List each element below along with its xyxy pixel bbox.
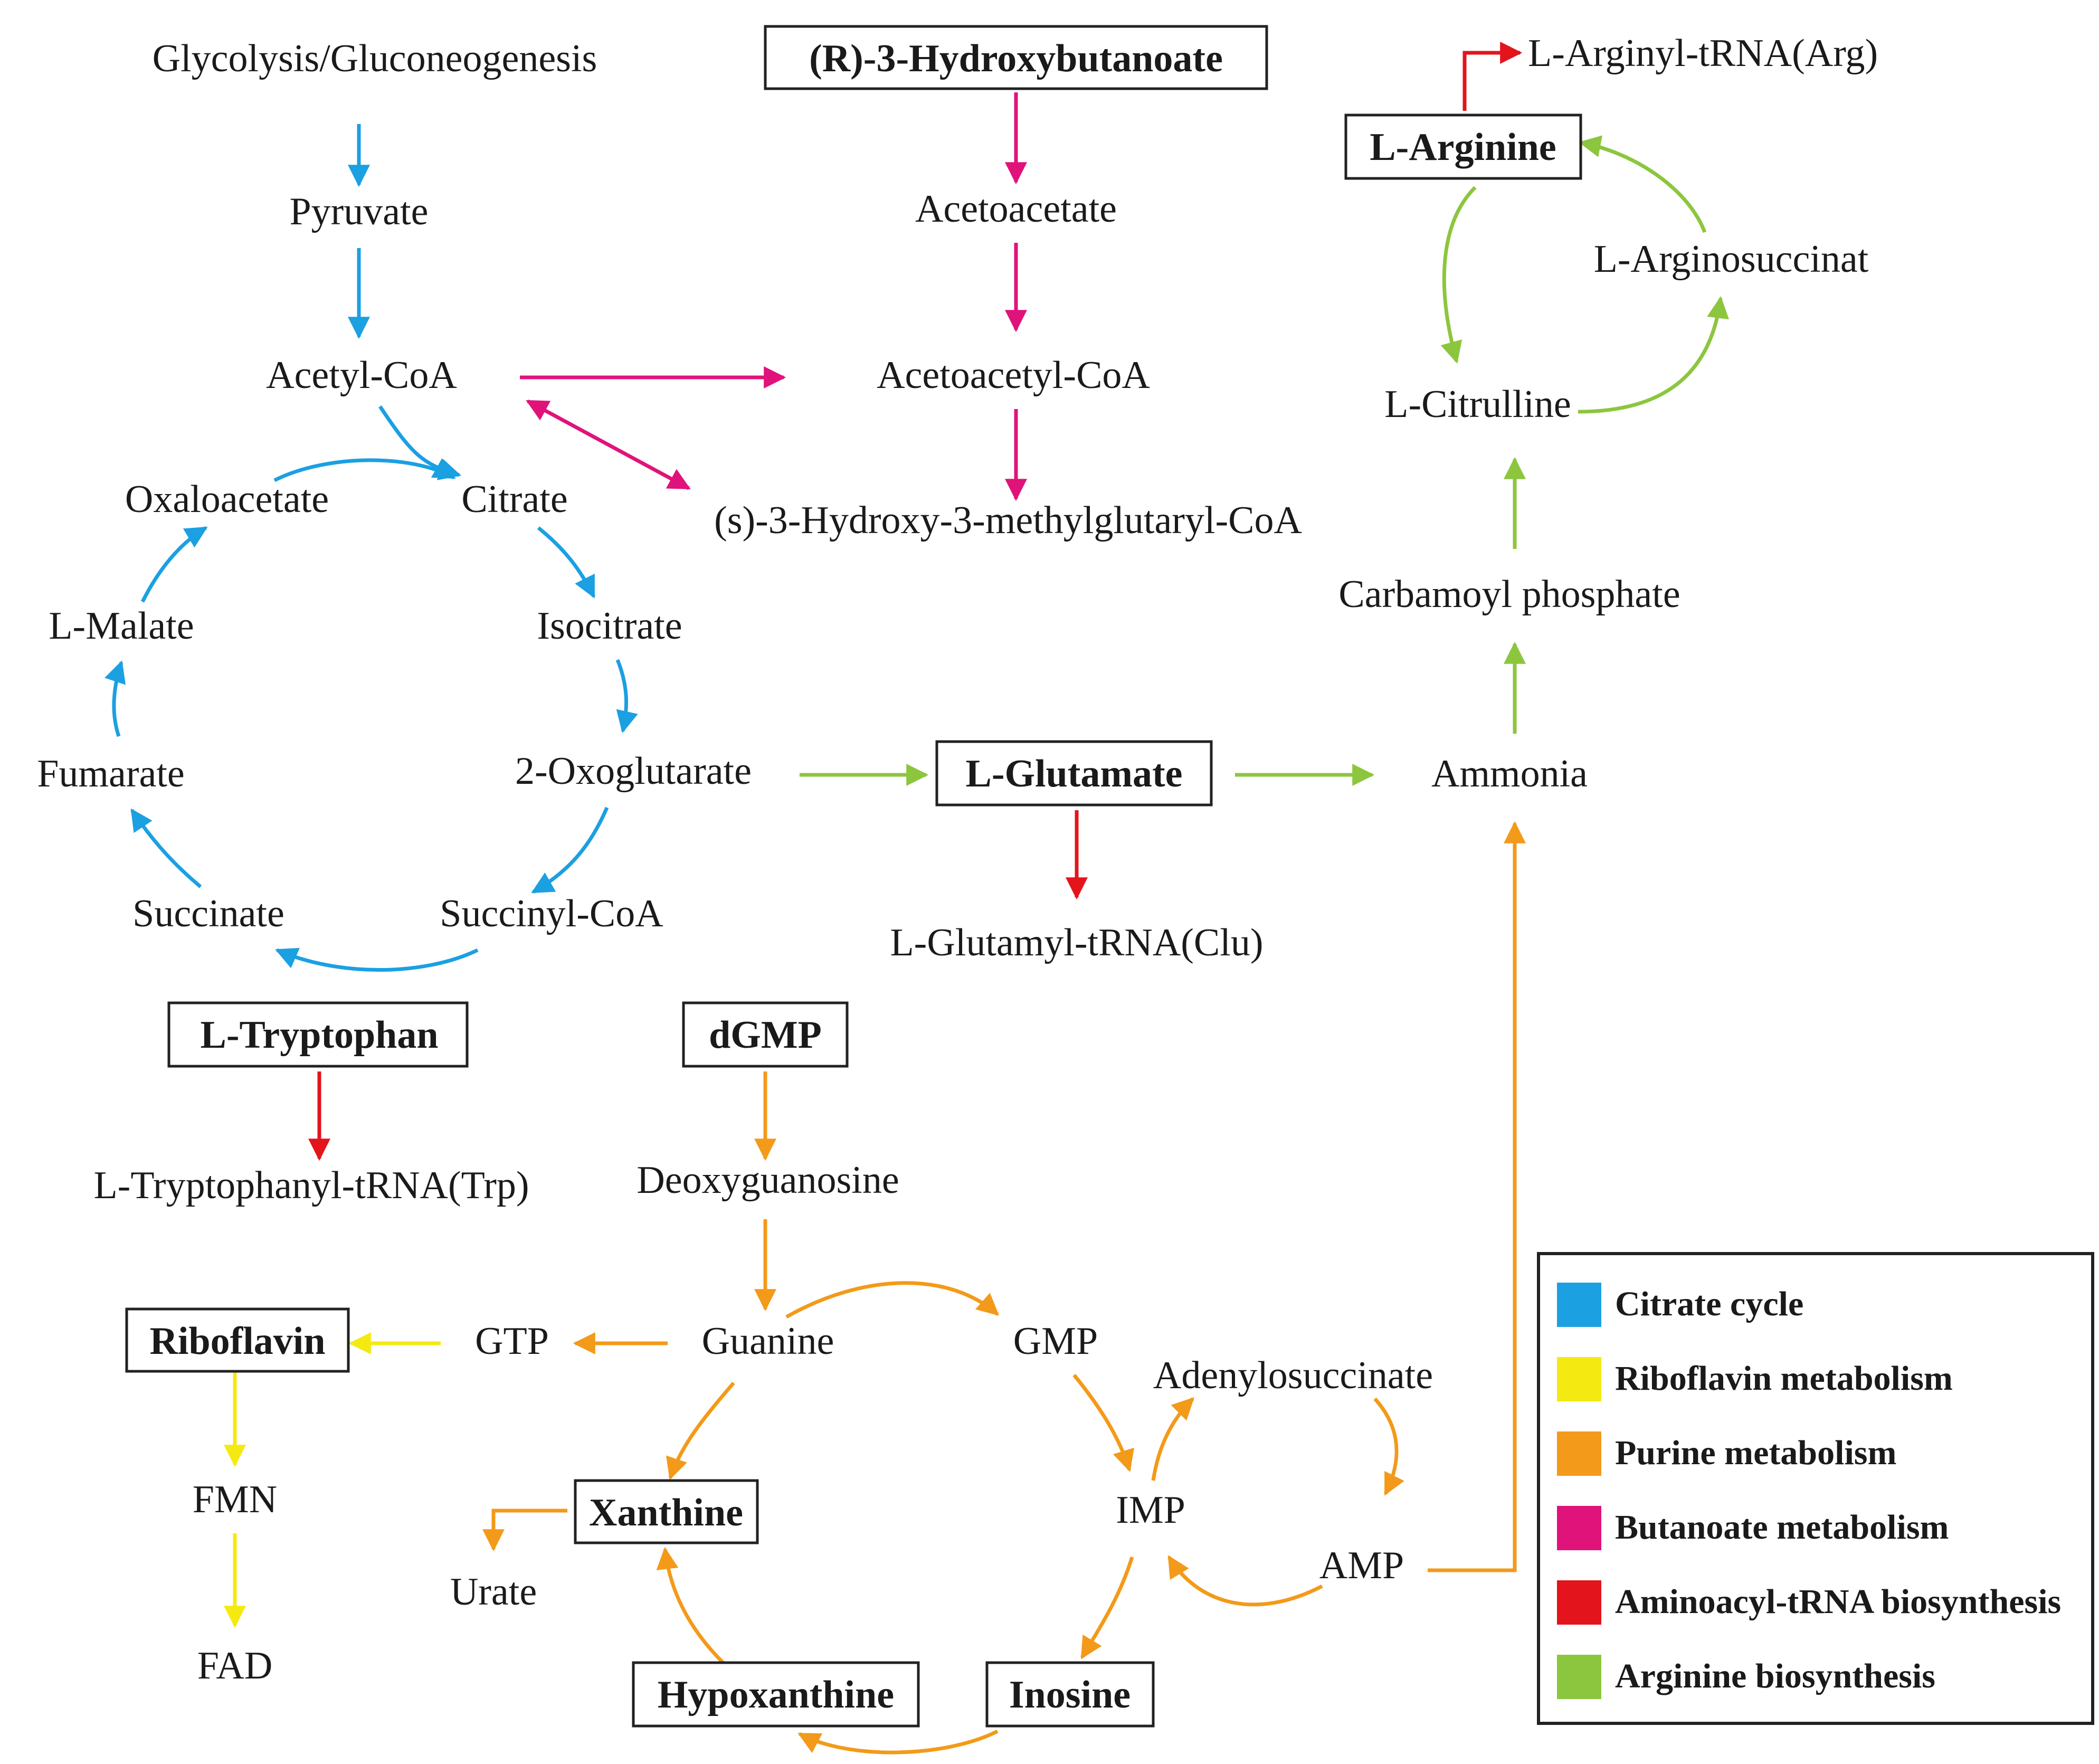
edge-arginosuccinat-larginine [1578,135,1707,233]
edges [105,42,1729,1754]
node-l-glutamate: L-Glutamate [965,752,1182,795]
node-acetoacetyl-coa: Acetoacetyl-CoA [877,354,1150,397]
legend-swatch [1557,1506,1601,1550]
legend-swatch [1557,1357,1601,1401]
node-l-malate: L-Malate [49,604,194,648]
legend-label: Purine metabolism [1615,1434,1896,1472]
box-inosine [985,1661,1155,1728]
edge-lcitrulline-arginosuccinat [1578,296,1729,414]
node-isocitrate: Isocitrate [537,604,682,648]
node-oxoglutarate: 2-Oxoglutarate [515,750,752,793]
node-urate: Urate [450,1570,537,1614]
edge-imp-adenylosuccinate [1151,1397,1194,1481]
box-l-tryptophan [167,1001,469,1068]
node-hmg-coa: (s)-3-Hydroxy-3-methylglutaryl-CoA [714,499,1302,542]
edge-oxoglutarate-succinylcoa [531,807,609,894]
node-gtp: GTP [475,1320,549,1363]
box-hypoxanthine [632,1661,920,1728]
node-fad: FAD [197,1644,273,1687]
legend-swatch [1557,1283,1601,1327]
legend-label: Riboflavin metabolism [1615,1359,1953,1398]
box-l-glutamate [935,740,1213,807]
node-gmp: GMP [1013,1320,1098,1363]
legend-frame [1537,1252,2094,1725]
box-xanthine [574,1479,759,1544]
node-arginyl-trna: L-Arginyl-tRNA(Arg) [1528,32,1878,75]
edge-inosine-hypoxanthine [797,1729,999,1754]
legend-label: Butanoate metabolism [1615,1508,1949,1547]
node-boxes [125,25,1582,1728]
edge-isocitrate-oxoglutarate [615,659,638,734]
edge-hypoxanthine-xanthine [656,1547,725,1664]
legend-swatch [1557,1655,1601,1699]
node-acetyl-coa: Acetyl-CoA [266,354,457,397]
node-fmn: FMN [193,1478,277,1521]
legend-swatch [1557,1580,1601,1625]
node-citrate: Citrate [461,478,567,521]
node-l-citrulline: L-Citrulline [1384,383,1571,426]
edge-adenylosuccinate-amp [1373,1397,1404,1496]
node-adenylosuccinate: Adenylosuccinate [1153,1354,1433,1397]
node-carbamoyl-phosphate: Carbamoyl phosphate [1338,573,1680,616]
node-fumarate: Fumarate [37,752,184,795]
node-tryptophanyl-trna: L-Tryptophanyl-tRNA(Trp) [93,1164,529,1207]
node-l-arginosuccinat: L-Arginosuccinat [1594,238,1869,281]
legend-swatch [1557,1431,1601,1476]
node-labels: Glycolysis/Gluconeogenesis Pyruvate Acet… [37,32,1878,1716]
node-oxaloacetate: Oxaloacetate [125,478,329,521]
node-l-tryptophan: L-Tryptophan [201,1013,439,1057]
edge-guanine-gmp [785,1281,1000,1319]
edge-lmalate-oxaloacetate [140,526,208,603]
edge-acetylcoa-hmgcoa [526,399,691,490]
edge-succinate-fumarate [130,808,202,888]
node-ammonia: Ammonia [1431,752,1588,795]
node-l-arginine: L-Arginine [1370,126,1556,169]
box-l-arginine [1344,113,1582,180]
box-riboflavin [125,1307,350,1373]
box-hydroxybutanoate [764,25,1268,90]
edge-citrate-isocitrate [537,526,596,599]
edge-succinylcoa-succinate [275,947,479,972]
legend-label: Citrate cycle [1615,1285,1803,1323]
legend-label: Arginine biosynthesis [1615,1657,1935,1695]
node-hypoxanthine: Hypoxanthine [658,1673,894,1716]
edge-larginine-lcitrulline [1440,186,1477,364]
node-hydroxybutanoate: (R)-3-Hydroxybutanoate [809,37,1223,80]
node-amp: AMP [1319,1544,1404,1587]
legend-label: Aminoacyl-tRNA biosynthesis [1615,1582,2061,1621]
box-dgmp [682,1001,849,1068]
node-acetoacetate: Acetoacetate [915,187,1117,231]
node-succinate: Succinate [132,892,284,935]
edge-gmp-imp [1072,1373,1134,1473]
node-pyruvate: Pyruvate [289,190,428,233]
edge-amp-imp [1167,1555,1323,1607]
edge-fumarate-lmalate [105,660,126,737]
edge-xanthine-urate [482,1509,567,1552]
edge-imp-inosine [1080,1556,1134,1659]
node-deoxyguanosine: Deoxyguanosine [637,1159,899,1202]
node-inosine: Inosine [1009,1673,1131,1716]
node-glycolysis: Glycolysis/Gluconeogenesis [153,37,597,80]
edge-larginine-arginyltrna [1462,42,1523,111]
edge-amp-ammonia [1428,821,1526,1572]
node-riboflavin: Riboflavin [149,1320,325,1363]
node-imp: IMP [1116,1488,1185,1532]
node-guanine: Guanine [702,1320,834,1363]
node-xanthine: Xanthine [589,1491,743,1534]
edge-guanine-xanthine [666,1381,735,1480]
node-succinyl-coa: Succinyl-CoA [440,892,663,935]
node-dgmp: dGMP [709,1013,822,1057]
edge-oxaloacetate-citrate [273,458,456,482]
node-glutamyl-trna: L-Glutamyl-tRNA(Clu) [890,921,1263,964]
